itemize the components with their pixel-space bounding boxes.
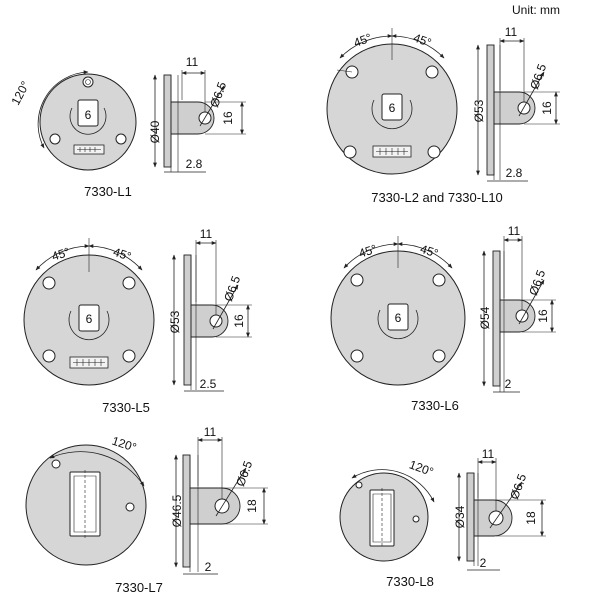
l5-front-view: 6 45° 45° bbox=[23, 238, 155, 386]
l7-model-label: 7330-L7 bbox=[115, 580, 163, 595]
part-l1: 6 120° Ø40 11 Ø6.5 16 2.8 7330-L1 bbox=[8, 55, 246, 199]
l8-front-view: 120° bbox=[339, 457, 436, 562]
l2-center-mark-label: 6 bbox=[389, 101, 396, 115]
l2-hole-label: Ø6.5 bbox=[527, 62, 549, 92]
l8-height-label: 18 bbox=[524, 511, 538, 525]
l2-side-view: Ø53 11 Ø6.5 16 2.8 bbox=[472, 25, 560, 182]
l2-height-label: 16 bbox=[540, 101, 554, 115]
l1-thickness-label: 2.8 bbox=[186, 157, 203, 171]
l7-side-view: Ø46.5 11 Ø6.5 18 2 bbox=[170, 425, 268, 575]
l7-hole-label: Ø6.5 bbox=[233, 459, 255, 489]
l1-center-mark-label: 6 bbox=[85, 108, 92, 122]
l1-side-view: Ø40 11 Ø6.5 16 2.8 bbox=[148, 55, 246, 173]
l1-arm-label: 11 bbox=[186, 55, 199, 69]
l1-front-view: 6 120° bbox=[8, 70, 137, 171]
l1-hole-label: Ø6.5 bbox=[207, 80, 229, 110]
l8-hole-label: Ø6.5 bbox=[507, 472, 529, 502]
l5-model-label: 7330-L5 bbox=[102, 400, 150, 415]
l5-arm-label: 11 bbox=[200, 227, 213, 241]
l2-angle-left-label: 45° bbox=[352, 30, 374, 49]
l2-diameter-label: Ø53 bbox=[472, 99, 486, 122]
part-l8: 120° Ø34 11 Ø6.5 18 2 7330-L8 bbox=[339, 447, 546, 589]
l5-side-view: Ø53 11 Ø6.5 16 2.5 bbox=[168, 227, 252, 392]
l6-arm-label: 11 bbox=[508, 224, 521, 238]
l5-thickness-label: 2.5 bbox=[200, 377, 217, 391]
l7-angle-label: 120° bbox=[110, 434, 138, 455]
l6-model-label: 7330-L6 bbox=[411, 398, 459, 413]
l8-arm-label: 11 bbox=[482, 447, 495, 461]
unit-label: Unit: mm bbox=[512, 3, 560, 17]
l8-side-view: Ø34 11 Ø6.5 18 2 bbox=[453, 447, 546, 571]
l2-arm-label: 11 bbox=[505, 25, 518, 39]
l6-angle-left-label: 45° bbox=[357, 242, 379, 261]
l7-arm-label: 11 bbox=[204, 425, 217, 439]
l2-front-view: 6 45° 45° bbox=[326, 28, 458, 175]
l2-model-label: 7330-L2 and 7330-L10 bbox=[371, 190, 503, 205]
l6-hole-label: Ø6.5 bbox=[526, 268, 548, 298]
l5-angle-right-label: 45° bbox=[111, 245, 133, 264]
l5-center-mark-label: 6 bbox=[86, 312, 93, 326]
l8-thickness-label: 2 bbox=[480, 556, 487, 570]
l6-angle-right-label: 45° bbox=[418, 242, 440, 261]
l7-front-view: 120° bbox=[25, 434, 147, 566]
l2-angle-right-label: 45° bbox=[411, 31, 433, 50]
part-l5: 6 45° 45° Ø53 11 Ø6.5 16 2.5 bbox=[23, 227, 252, 415]
l7-thickness-label: 2 bbox=[205, 560, 212, 574]
l1-height-label: 16 bbox=[221, 111, 235, 125]
l8-diameter-label: Ø34 bbox=[453, 505, 467, 528]
part-l7: 120° Ø46.5 11 Ø6.5 18 2 7330-L7 bbox=[25, 425, 268, 595]
l5-diameter-label: Ø53 bbox=[168, 310, 182, 333]
l2-thickness-label: 2.8 bbox=[506, 166, 523, 180]
l5-height-label: 16 bbox=[232, 314, 246, 328]
l8-model-label: 7330-L8 bbox=[386, 574, 434, 589]
l1-model-label: 7330-L1 bbox=[84, 184, 132, 199]
l6-side-view: Ø54 11 Ø6.5 16 2 bbox=[478, 224, 556, 393]
l7-height-label: 18 bbox=[245, 499, 259, 513]
l6-thickness-label: 2 bbox=[505, 377, 512, 391]
l1-diameter-label: Ø40 bbox=[148, 120, 162, 143]
l5-angle-left-label: 45° bbox=[50, 245, 72, 264]
part-l6: 6 45° 45° Ø54 11 Ø6.5 16 2 7330-L6 bbox=[330, 224, 556, 413]
l1-angle-label: 120° bbox=[8, 79, 32, 108]
part-l2: 6 45° 45° Ø53 11 Ø6.5 16 2.8 bbox=[326, 25, 560, 205]
l6-center-mark-label: 6 bbox=[395, 311, 402, 325]
l7-diameter-label: Ø46.5 bbox=[170, 494, 184, 527]
l6-diameter-label: Ø54 bbox=[478, 306, 492, 329]
l6-front-view: 6 45° 45° bbox=[330, 236, 466, 386]
l6-height-label: 16 bbox=[536, 309, 550, 323]
l5-hole-label: Ø6.5 bbox=[221, 274, 243, 304]
l8-angle-label: 120° bbox=[407, 457, 435, 479]
